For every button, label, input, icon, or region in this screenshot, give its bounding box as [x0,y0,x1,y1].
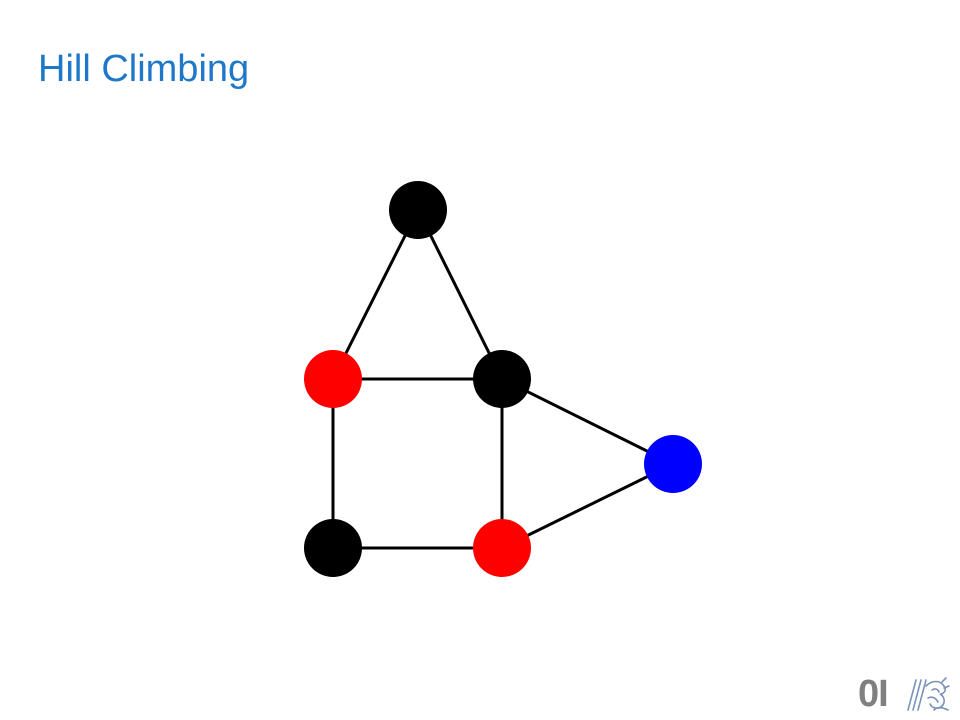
edge-mid-right-right [501,377,674,466]
node-top [389,181,447,239]
slide-title: Hill Climbing [38,48,250,90]
node-bottom-left [304,519,362,577]
graph-nodes [304,181,702,577]
edge-top-mid-right [416,209,504,380]
lion-emblem-icon [907,677,950,711]
logo-text: 0I [858,673,889,715]
edge-bottom-right-right [501,462,674,550]
edge-top-mid-left [331,209,420,380]
node-bottom-right [473,519,531,577]
node-mid-left [304,350,362,408]
logo: 0I [858,672,954,716]
node-right [644,435,702,493]
node-mid-right [473,350,531,408]
